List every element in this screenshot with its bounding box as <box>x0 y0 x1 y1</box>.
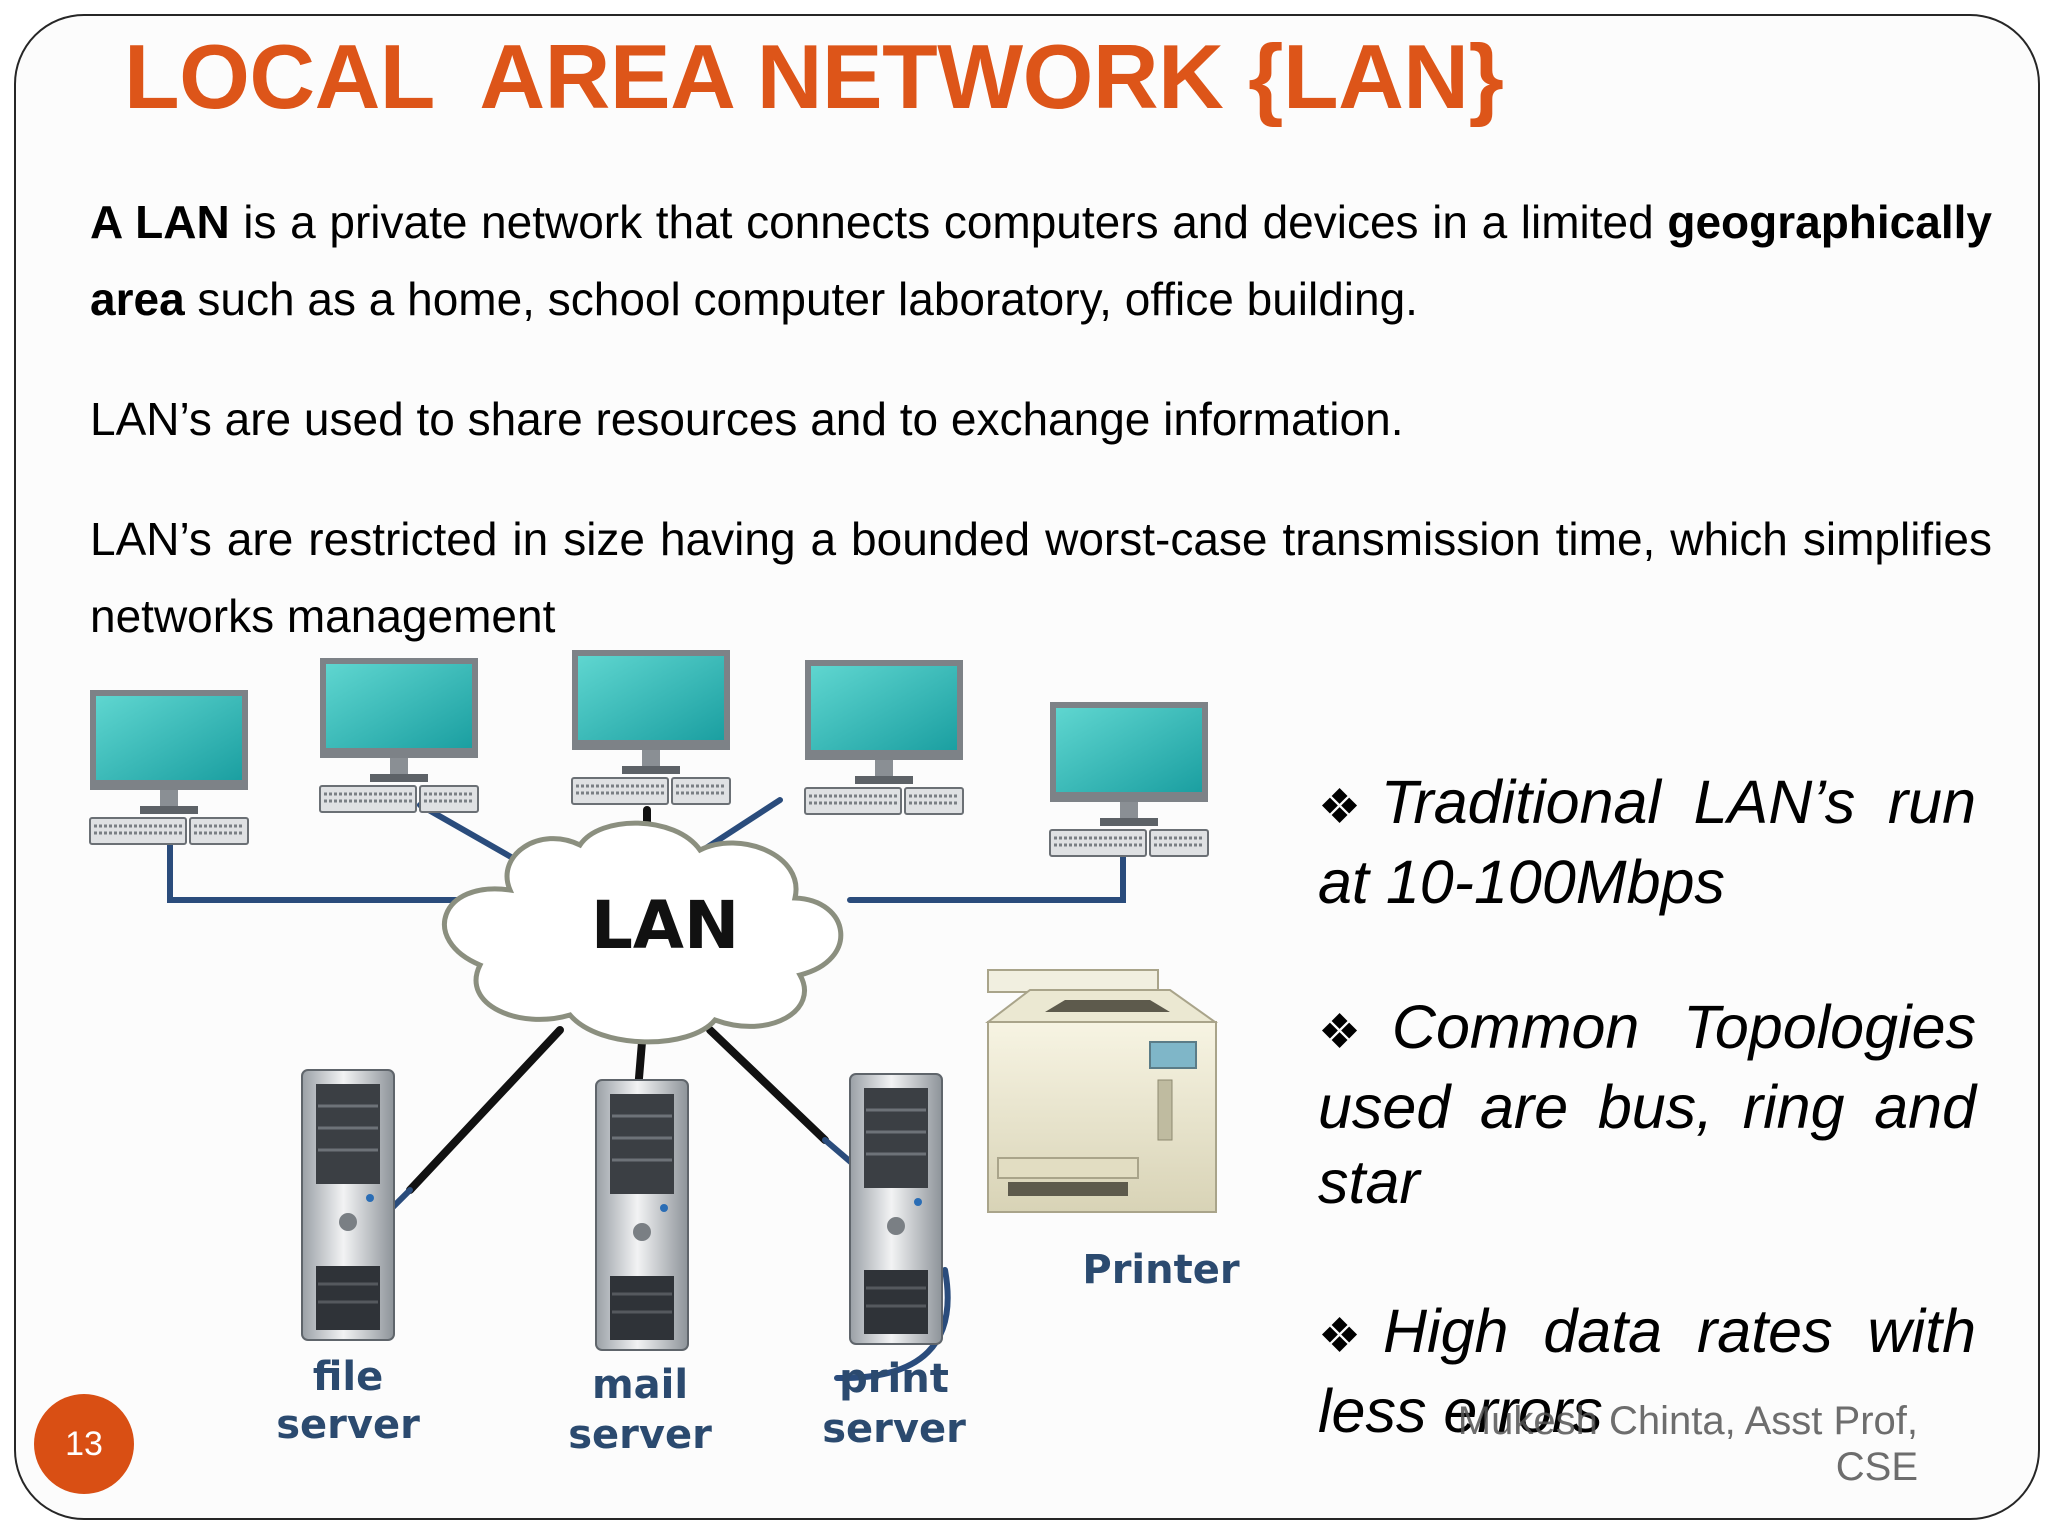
footer-line-1: Mukesh Chinta, Asst Prof, <box>1457 1399 1918 1443</box>
file-server-label-line2: server <box>276 1402 420 1448</box>
page-number-badge: 13 <box>34 1394 134 1494</box>
usage-paragraph: LAN’s are used to share resources and to… <box>90 393 1404 445</box>
computer-icon <box>318 656 480 814</box>
bold-lan: A LAN <box>90 196 230 248</box>
printer-label: Printer <box>1082 1247 1239 1293</box>
bullet-text: High data rates with less errors <box>1318 1297 1976 1445</box>
file-server-icon <box>300 1068 396 1342</box>
definition-paragraph: A LAN is a private network that connects… <box>90 184 1992 338</box>
footer-line-2: CSE <box>1835 1445 1918 1489</box>
print-server-label-line2: server <box>822 1406 966 1452</box>
bullet-text: Traditional LAN’s run at 10-100Mbps <box>1318 768 1976 916</box>
bullet-speed: ❖Traditional LAN’s run at 10-100Mbps <box>1318 765 1976 920</box>
slide-title: LOCAL AREA NETWORK {LAN} <box>124 27 1504 128</box>
bullet-text: Common Topologies used are bus, ring and… <box>1318 993 1976 1216</box>
print-server-label-line1: print <box>839 1356 949 1402</box>
mail-server-label-line2: server <box>568 1412 712 1458</box>
bullet-topologies: ❖Common Topologies used are bus, ring an… <box>1318 990 1976 1220</box>
diamond-bullet-icon: ❖ <box>1318 1006 1388 1059</box>
definition-text-2: such as a home, school computer laborato… <box>184 273 1418 325</box>
lan-cloud-icon <box>441 820 844 1045</box>
lan-diagram: LAN Printer file server mail server prin… <box>88 650 1240 1458</box>
definition-text-1: is a private network that connects compu… <box>229 196 1668 248</box>
printer-icon <box>985 969 1219 1213</box>
computer-icon <box>570 650 732 806</box>
cloud-label: LAN <box>591 887 739 964</box>
print-server-icon <box>848 1072 944 1346</box>
bold-geographic-area: geographically area <box>90 196 1992 325</box>
restriction-paragraph: LAN’s are restricted in size having a bo… <box>90 513 1992 642</box>
diamond-bullet-icon: ❖ <box>1318 1310 1379 1363</box>
computer-icon <box>803 658 965 816</box>
mail-server-icon <box>594 1078 690 1352</box>
author-footer: Mukesh Chinta, Asst Prof, CSE <box>1318 1398 1918 1490</box>
diamond-bullet-icon: ❖ <box>1318 781 1377 834</box>
mail-server-label-line1: mail <box>592 1362 688 1408</box>
bullet-data-rates: ❖High data rates with less errors <box>1318 1294 1976 1449</box>
computer-icon <box>88 688 250 846</box>
computer-icon <box>1048 700 1210 858</box>
file-server-label-line1: file <box>313 1354 384 1400</box>
